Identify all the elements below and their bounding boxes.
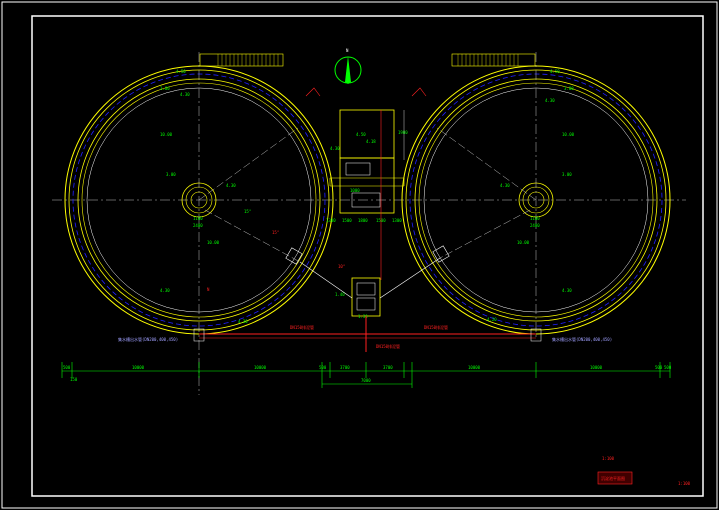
- north-label: N: [346, 48, 349, 53]
- dim-1: 500: [63, 365, 71, 370]
- left-tank: 4.50 3.00 4.30 10.00 3.00 4.30 10.00 4.3…: [64, 52, 345, 395]
- red-pipe-label-1: DN150排泥管: [290, 324, 314, 330]
- dim-3: 10000: [254, 365, 267, 370]
- cb-label-6: 1800: [358, 218, 368, 223]
- dim-5: 3700: [340, 365, 350, 370]
- right-tank-diagonal-line: [436, 127, 537, 201]
- title-box-text: 沉淀池平面图: [601, 475, 625, 481]
- cb-label-2: 4.30: [330, 146, 340, 151]
- sheet-number: 1:100: [678, 481, 691, 486]
- red-pipe-label-2: DN150排泥管: [424, 324, 448, 330]
- left-elev-4: 10.00: [160, 132, 173, 137]
- dim-9: 500: [655, 365, 663, 370]
- cb-label-10: 1000: [350, 188, 360, 193]
- title-box: [597, 471, 633, 485]
- dimension-line-bottom: 500 10000 10000 500 3700 3700 10000 1000…: [61, 362, 672, 388]
- left-tank-bridge-line: [204, 209, 301, 263]
- left-tank-scraper-drive: [285, 247, 303, 265]
- dim-10: 500: [664, 365, 672, 370]
- distribution-well: [339, 157, 395, 214]
- sludge-pipe: DN150排泥管 DN150排泥管 DN150排泥管: [193, 316, 542, 352]
- dim-7: 10000: [468, 365, 481, 370]
- left-elev-2: 3.00: [160, 86, 170, 91]
- right-elev-8: 4.30: [562, 288, 572, 293]
- vent-left: [305, 87, 321, 97]
- right-elev-9: 4.20: [487, 317, 497, 322]
- right-elev-7: 10.00: [517, 240, 530, 245]
- dim-11: 150: [70, 377, 78, 382]
- right-elev-3: 4.30: [545, 98, 555, 103]
- inner-frame: [31, 15, 704, 497]
- blue-pipe-label-right: 集水槽出水管(DN200,400,450): [552, 336, 612, 342]
- right-center-dim-1: 1100: [530, 216, 540, 221]
- left-elev-9: 4.20: [238, 319, 248, 324]
- right-tank-bridge-line: [439, 209, 531, 259]
- left-elev-6: 4.30: [226, 183, 236, 188]
- vent-right: [411, 87, 427, 97]
- right-tank-scraper-drive: [432, 245, 450, 263]
- left-elev-7: 10.00: [207, 240, 220, 245]
- dim-center-total: 7000: [361, 378, 371, 383]
- left-tank-walkway: [199, 53, 284, 67]
- left-elev-5: 3.00: [166, 172, 176, 177]
- sludge-well: 1.40 1.30: [335, 277, 381, 319]
- pipe-left: [299, 261, 353, 299]
- sw-label-2: 1.30: [358, 314, 368, 319]
- cb-label-1: 4.18: [366, 139, 376, 144]
- right-tank: 4.50 3.00 4.30 10.00 3.00 4.30 10.00 4.3…: [401, 52, 671, 340]
- right-tank-walkway: [451, 53, 536, 67]
- right-center-dim-2: 2400: [530, 223, 540, 228]
- cb-label-5: 1500: [342, 218, 352, 223]
- left-elev-8: 4.30: [160, 288, 170, 293]
- left-angle-1: 15°: [244, 209, 251, 214]
- sw-label-1: 1.40: [335, 292, 345, 297]
- left-elev-1: 4.50: [176, 69, 186, 74]
- right-elev-1: 4.50: [550, 69, 560, 74]
- left-angle-3: 10°: [338, 264, 345, 269]
- distribution-house: [339, 109, 395, 159]
- left-elev-3: 4.30: [180, 92, 190, 97]
- right-elev-2: 3.00: [564, 86, 574, 91]
- left-center-dim-1: 1100: [193, 216, 203, 221]
- blue-pipe-label-left: 集水槽出水管(DN200,400,450): [118, 336, 178, 342]
- cb-label-3: 4.50: [356, 132, 366, 137]
- dim-2: 10000: [132, 365, 145, 370]
- dim-6: 3700: [383, 365, 393, 370]
- right-elev-4: 10.00: [562, 132, 575, 137]
- right-elev-6: 4.30: [500, 183, 510, 188]
- left-angle-2: 15°: [272, 230, 279, 235]
- north-arrow: N: [334, 48, 362, 84]
- scale-text: 1:100: [602, 456, 615, 461]
- dim-4: 500: [319, 365, 327, 370]
- cb-label-4: 1900: [398, 130, 408, 135]
- dim-8: 10000: [590, 365, 603, 370]
- center-building: 4.18 4.30 4.50 1900 1500 1800 1500 1300 …: [326, 109, 408, 280]
- cb-label-9: 1300: [392, 218, 402, 223]
- right-elev-5: 3.00: [562, 172, 572, 177]
- pipe-right: [379, 257, 441, 299]
- left-tank-diagonal-line: [198, 127, 299, 201]
- red-pipe-label-3: DN150排泥管: [376, 343, 400, 349]
- left-axis-mark-top: N: [207, 287, 210, 292]
- cb-label-8: 1300: [326, 218, 336, 223]
- left-center-dim-2: 2400: [193, 223, 203, 228]
